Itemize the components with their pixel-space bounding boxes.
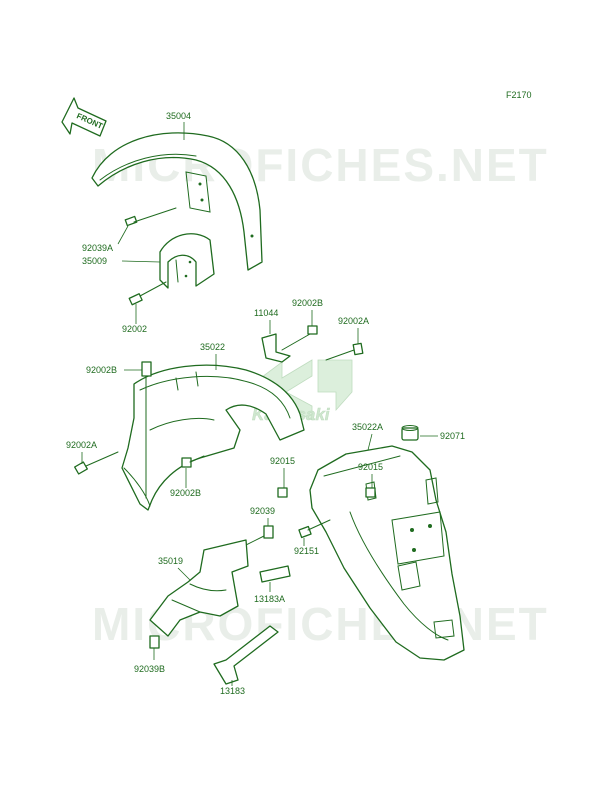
bolt-92002B-low[interactable] [181,455,205,468]
bolt-92002[interactable] [128,281,167,306]
bracket-11044[interactable] [261,333,291,363]
label-92015-b: 92015 [358,462,383,472]
guard-35019[interactable] [149,539,249,637]
label-92039B: 92039B [134,664,165,674]
bolt-92151[interactable] [298,519,331,539]
grommet-92071[interactable] [401,425,419,441]
label-92151: 92151 [294,546,319,556]
label-35022A: 35022A [352,422,383,432]
label-92002B-top: 92002B [292,298,323,308]
label-92002A-top: 92002A [338,316,369,326]
inner-fender-35022[interactable] [121,364,305,511]
nut-92015-b[interactable] [365,487,376,498]
label-13183A: 13183A [254,594,285,604]
bolt-92002A-left[interactable] [74,451,119,475]
label-13183: 13183 [220,686,245,696]
label-35022: 35022 [200,342,225,352]
bolt-92002A-top[interactable] [325,342,364,361]
plate-13183A[interactable] [259,565,291,583]
bolt-92039A[interactable] [124,207,177,227]
stay-13183[interactable] [213,625,279,685]
bolt-92039B[interactable] [149,635,160,649]
label-92002B-left: 92002B [86,365,117,375]
nut-92015-a[interactable] [277,487,288,498]
label-92002: 92002 [122,324,147,334]
rear-fender-35022A[interactable] [309,445,465,661]
fender-bracket-35009[interactable] [159,233,215,289]
label-92039: 92039 [250,506,275,516]
label-92002A-left: 92002A [66,440,97,450]
label-92002B-low: 92002B [170,488,201,498]
front-arrow-icon: FRONT [61,97,107,137]
label-92071: 92071 [440,431,465,441]
bolt-92002B-left[interactable] [141,361,152,499]
diagram-code: F2170 [506,90,532,100]
label-92015-a: 92015 [270,456,295,466]
label-11044: 11044 [254,308,278,318]
label-35019: 35019 [158,556,183,566]
front-fender-35004[interactable] [91,132,263,271]
bolt-92002B-top[interactable] [281,325,318,351]
label-35009: 35009 [82,256,107,266]
label-92039A: 92039A [82,243,113,253]
label-35004: 35004 [166,111,191,121]
